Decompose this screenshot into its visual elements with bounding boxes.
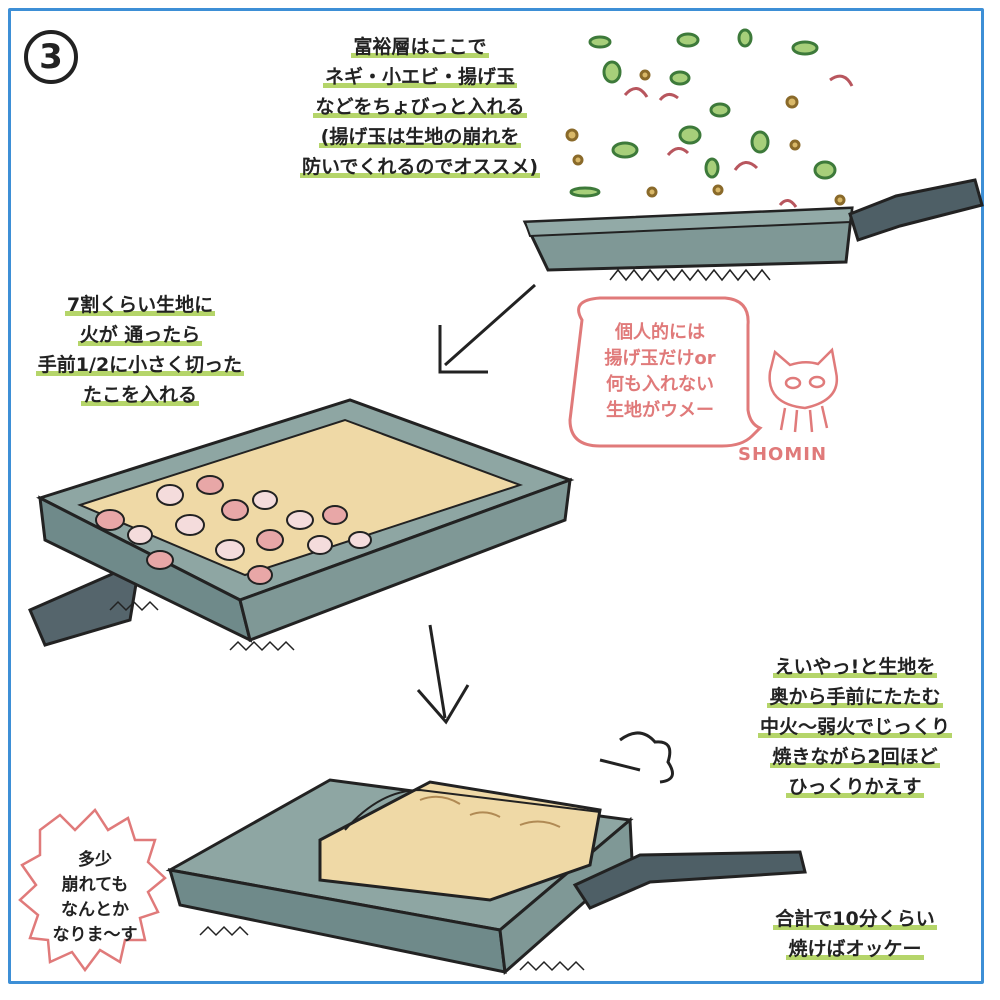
spiky-bubble xyxy=(18,808,167,973)
middle-pan xyxy=(28,398,575,652)
signature: SHOMIN xyxy=(738,444,828,465)
steam-puff-icon xyxy=(599,731,674,784)
side-note: 多少 崩れても なんとか なりま〜す xyxy=(52,850,138,945)
speech-bubble xyxy=(568,296,763,448)
step-number-badge: 3 xyxy=(24,30,78,84)
bottom-pan xyxy=(165,778,807,976)
instruction-fold: えいやっ!と生地を 奥から手前にたたむ 中火〜弱火でじっくり 焼きながら2回ほど… xyxy=(757,656,952,798)
instruction-middle: 7割くらい生地に 火が 通ったら 手前1/2に小さく切った たこを入れる xyxy=(35,294,245,406)
cat-doodle-icon xyxy=(768,347,839,433)
falling-toppings xyxy=(565,28,854,208)
speech-bubble-text: 個人的には 揚げ玉だけor 何も入れない 生地がウメー xyxy=(604,322,716,421)
small-pan xyxy=(522,178,984,282)
instruction-bottom: 合計で10分くらい 焼けばオッケー xyxy=(773,908,937,960)
illustration-frame xyxy=(8,8,984,984)
octopus-pieces xyxy=(95,475,372,585)
instruction-top: 富裕層はここで ネギ・小エビ・揚げ玉 などをちょびっと入れる (揚げ玉は生地の崩… xyxy=(299,36,541,178)
arrow-down xyxy=(428,624,447,719)
arrow-down-left xyxy=(444,283,536,367)
